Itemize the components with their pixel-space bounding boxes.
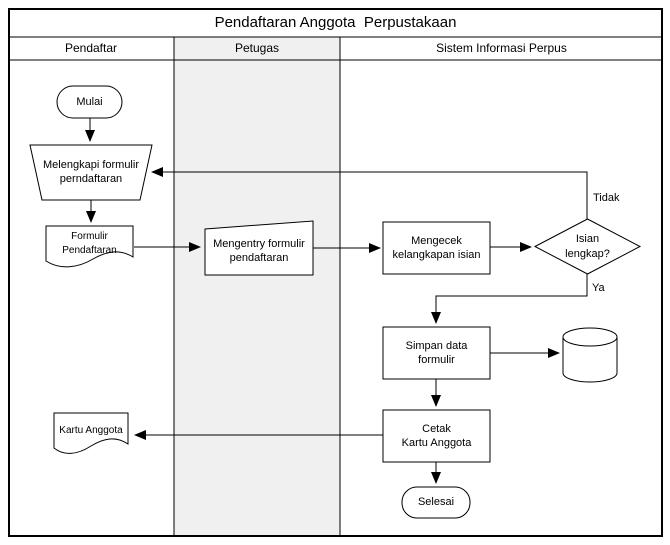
node-label-formulir: Formulir Pendaftaran bbox=[46, 229, 133, 259]
outer-border bbox=[8, 8, 663, 537]
lane-header-sistem: Sistem Informasi Perpus bbox=[436, 40, 567, 55]
node-label-selesai: Selesai bbox=[417, 496, 455, 509]
node-label-line: formulir bbox=[418, 354, 455, 366]
node-label-line: lengkap? bbox=[565, 247, 610, 260]
swimlane-petugas-fill bbox=[174, 37, 340, 536]
branch-label-tidak: Tidak bbox=[593, 192, 620, 204]
node-label-line: pendaftaran bbox=[229, 252, 289, 264]
node-label-line: Formulir bbox=[71, 230, 108, 242]
node-label-line: Kartu Anggota bbox=[401, 437, 472, 449]
node-label-mengentry: Mengentry formulir pendaftaran bbox=[205, 227, 313, 275]
manual-input-shape bbox=[204, 220, 314, 276]
decision-diamond-shape bbox=[533, 218, 642, 275]
connector-tidak-loop bbox=[151, 167, 588, 219]
document-formulir-shape bbox=[45, 225, 134, 268]
end-terminator-shape bbox=[401, 486, 471, 519]
lane-header-petugas: Petugas bbox=[234, 40, 280, 55]
process-mengecek-shape bbox=[382, 221, 491, 275]
node-label-line: kelangkapan isian bbox=[392, 249, 481, 261]
node-label-line: Melengkapi formulir bbox=[43, 158, 139, 171]
node-label-line: Cetak bbox=[422, 422, 451, 435]
node-label-isian: Isian lengkap? bbox=[535, 219, 640, 274]
node-label-line: perndaftaran bbox=[59, 173, 123, 185]
node-label-line: Pendaftaran bbox=[62, 245, 117, 256]
node-label-mulai: Mulai bbox=[76, 95, 103, 108]
node-label-line: Simpan data bbox=[405, 339, 468, 352]
page-title: Pendaftaran Anggota Perpustakaan bbox=[214, 13, 457, 31]
manual-operation-shape bbox=[29, 144, 153, 201]
document-kartu-shape bbox=[53, 412, 129, 454]
node-label-line: Mengecek bbox=[411, 234, 462, 247]
node-label-mengecek: Mengecek kelangkapan isian bbox=[383, 222, 490, 274]
node-label-cetak: Cetak Kartu Anggota bbox=[383, 410, 490, 462]
branch-label-ya: Ya bbox=[592, 282, 605, 294]
node-label-simpan: Simpan data formulir bbox=[383, 327, 490, 379]
database-cylinder-top-icon bbox=[562, 327, 618, 347]
node-label-line: Isian bbox=[575, 233, 600, 246]
node-label-line: Mengentry formulir bbox=[213, 237, 305, 250]
start-terminator-shape bbox=[56, 85, 123, 119]
database-cylinder-icon bbox=[562, 337, 618, 383]
lane-header-pendaftar: Pendaftar bbox=[64, 40, 118, 55]
node-label-kartu: Kartu Anggota bbox=[59, 424, 123, 436]
process-simpan-shape bbox=[382, 326, 491, 380]
node-label-melengkapi: Melengkapi formulir perndaftaran bbox=[30, 146, 152, 198]
process-cetak-shape bbox=[382, 409, 491, 463]
connector-ya-simpan bbox=[431, 274, 588, 324]
